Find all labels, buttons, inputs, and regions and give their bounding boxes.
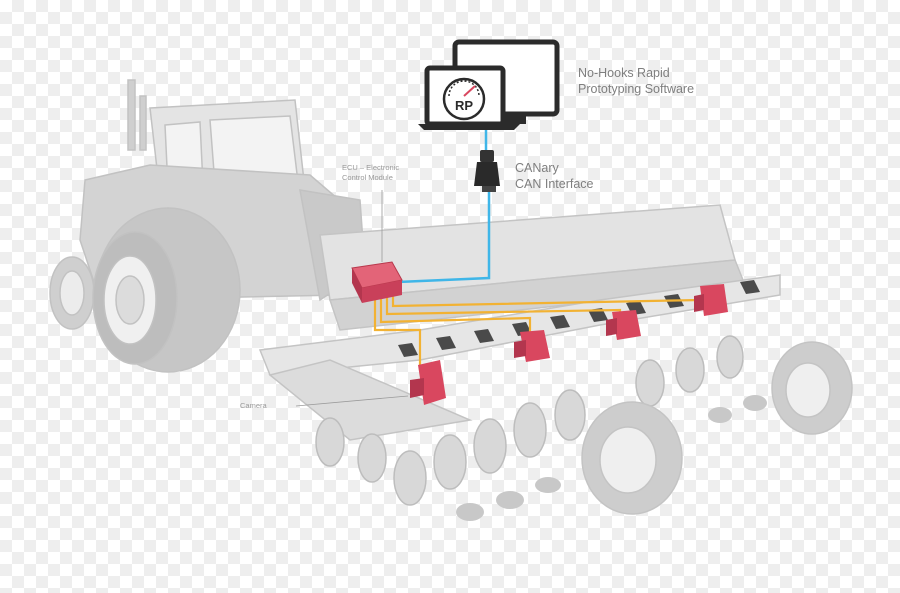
leader-lines (295, 190, 409, 407)
camera-icon (514, 330, 550, 362)
software-label: No-Hooks Rapid Prototyping Software (578, 65, 694, 97)
ecu-module-icon (351, 261, 403, 303)
tractor (49, 79, 366, 373)
ecu-label: ECU – Electronic Control Module (342, 163, 399, 183)
camera-icon (694, 284, 728, 316)
laptop-badge-text: RP (455, 98, 473, 113)
can-dongle-icon (474, 150, 500, 192)
software-label-line1: No-Hooks Rapid (578, 66, 670, 80)
ecu-label-line2: Control Module (342, 173, 393, 182)
laptop-icon: RP (418, 65, 520, 130)
software-label-line2: Prototyping Software (578, 82, 695, 96)
ecu-label-line1: ECU – Electronic (342, 163, 400, 172)
camera-label: Camera (240, 401, 267, 410)
interface-label-line1: CANary (515, 161, 559, 175)
interface-label-line2: CAN Interface (515, 177, 594, 191)
interface-label: CANary CAN Interface (515, 160, 594, 192)
camera-icon (410, 360, 446, 405)
speedometer-icon: RP (442, 77, 486, 121)
planter (258, 204, 853, 521)
camera-icon (606, 310, 641, 340)
